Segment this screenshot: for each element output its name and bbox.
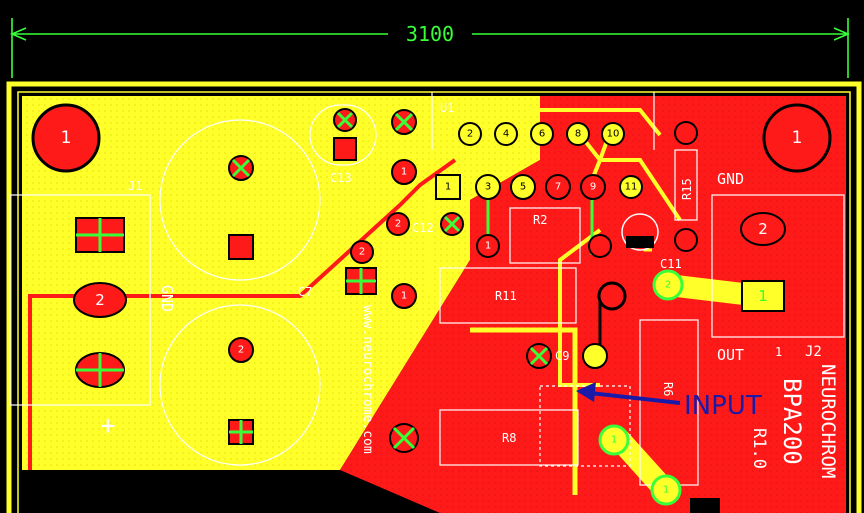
label-c12: C12 [412, 221, 434, 235]
label-u1: U1 [440, 101, 454, 115]
label-gnd-left: GND [158, 285, 176, 312]
svg-text:1: 1 [792, 128, 803, 148]
label-c13: C13 [330, 171, 352, 185]
svg-text:5: 5 [520, 182, 526, 193]
ic-pads: 2 4 6 8 10 1 3 5 7 9 11 [435, 122, 643, 200]
label-out: OUT [717, 346, 744, 364]
j2-pin-1: 1 [758, 287, 768, 305]
j2-pin-2: 2 [758, 220, 768, 238]
svg-text:1: 1 [445, 182, 451, 193]
label-r11: R11 [495, 289, 517, 303]
label-c11: C11 [660, 257, 682, 271]
silkscreen-outlines [9, 92, 845, 486]
svg-text:9: 9 [590, 182, 596, 193]
svg-text:1: 1 [401, 167, 407, 178]
svg-text:3: 3 [485, 182, 491, 193]
cap-pin-label: 2 [238, 345, 244, 356]
svg-text:1: 1 [663, 485, 669, 496]
j1-pads: 2 [73, 217, 127, 388]
svg-text:1: 1 [485, 241, 491, 252]
label-j2: J2 [805, 344, 822, 360]
board-inner-outline [17, 91, 851, 513]
green-pads: 2 1 2 1 1 [598, 212, 786, 506]
svg-text:2: 2 [359, 247, 365, 258]
svg-text:10: 10 [607, 129, 620, 140]
svg-text:1: 1 [611, 435, 617, 446]
label-r15: R15 [680, 178, 694, 200]
svg-text:6: 6 [539, 129, 545, 140]
label-c7: C7 [298, 285, 312, 299]
label-gnd-right: GND [717, 170, 744, 188]
dimension-value: 3100 [406, 22, 454, 46]
label-c9: C9 [555, 349, 569, 363]
capacitor-pads: 2 [228, 155, 254, 445]
label-vertical-url: www.neurochrome.com [360, 305, 375, 454]
label-rev: R1.0 [749, 428, 769, 469]
label-out-pin: 1 [775, 345, 782, 359]
mounting-hole-right: 1 [762, 103, 832, 173]
svg-text:2: 2 [395, 219, 401, 230]
label-brand: NEUROCHROM [817, 364, 839, 478]
label-plus: + [100, 411, 116, 441]
svg-text:1: 1 [61, 128, 72, 148]
svg-text:7: 7 [555, 182, 561, 193]
j1-pin-label: 2 [95, 291, 105, 309]
svg-text:8: 8 [575, 129, 581, 140]
input-annotation: INPUT [576, 382, 762, 421]
label-r2: R2 [533, 213, 547, 227]
svg-text:2: 2 [467, 129, 473, 140]
board-outline [6, 81, 862, 513]
svg-text:11: 11 [625, 182, 638, 193]
svg-text:4: 4 [503, 129, 509, 140]
misc-pads: 1 2 1 2 1 [333, 108, 698, 453]
svg-text:2: 2 [665, 280, 671, 291]
board-cutout [22, 470, 372, 513]
dimension-line: 3100 [9, 18, 851, 78]
input-label: INPUT [684, 391, 762, 421]
label-r6: R6 [661, 382, 675, 396]
label-model: BPA200 [778, 378, 806, 465]
label-r8: R8 [502, 431, 516, 445]
svg-text:1: 1 [401, 291, 407, 302]
mounting-hole-left: 1 [31, 103, 101, 173]
label-j1: J1 [128, 179, 142, 193]
